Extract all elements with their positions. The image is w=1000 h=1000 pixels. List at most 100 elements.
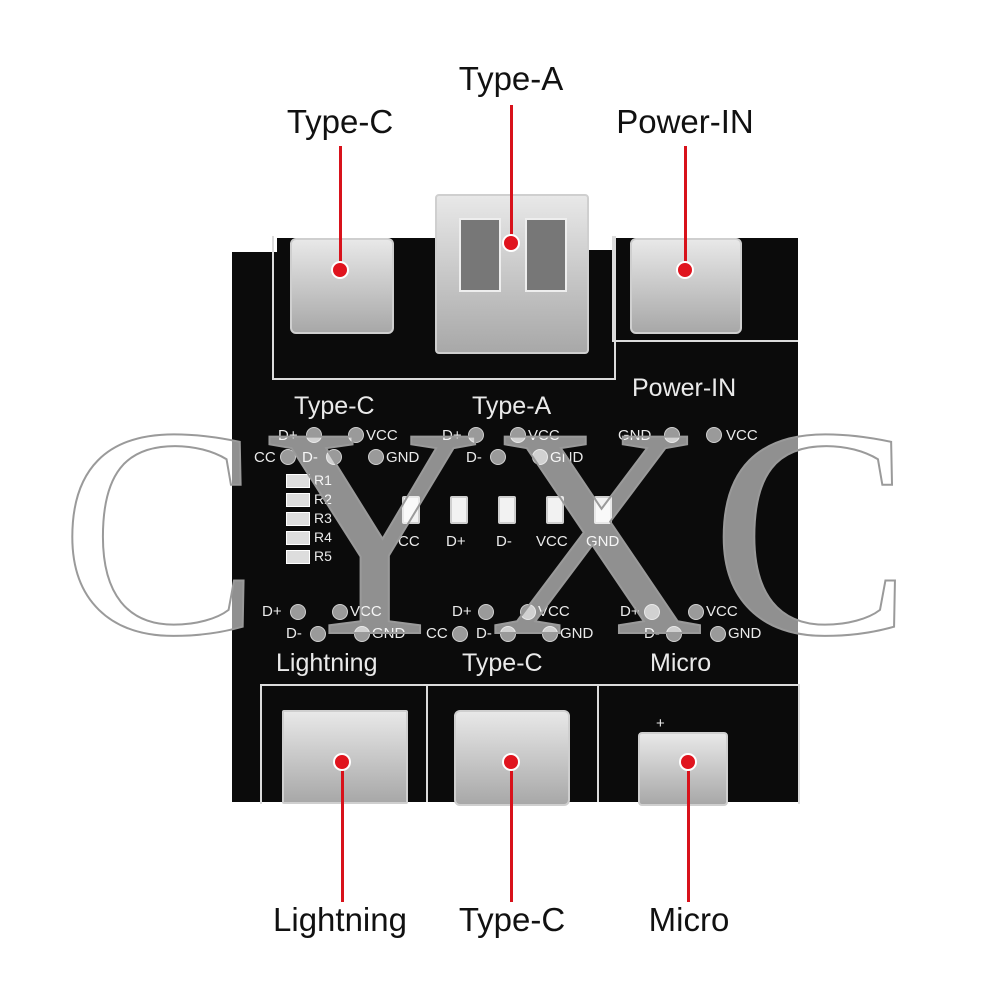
pin-label-dplus: D+ [278, 427, 298, 444]
callout-dot-power-in [676, 261, 694, 279]
pin-label-dminus: D- [286, 625, 302, 642]
pin-label-cc: CC [426, 625, 448, 642]
callout-lightning: Lightning [273, 901, 407, 938]
bottom-box [260, 684, 800, 804]
pad-gnd [354, 626, 370, 642]
pad-gnd [532, 449, 548, 465]
led-label: CC [398, 533, 420, 550]
label-micro: Micro [650, 649, 712, 677]
callout-micro: Micro [648, 901, 730, 938]
led-gnd [594, 496, 612, 524]
resistor-label: R4 [314, 529, 332, 545]
callout-type-a: Type-A [458, 60, 564, 97]
type-c-port-top [290, 238, 394, 334]
label-type-a: Type-A [472, 392, 552, 420]
resistor-4 [286, 531, 310, 545]
pad-vcc [510, 427, 526, 443]
pin-label-gnd: GND [618, 427, 652, 444]
callout-line-micro [687, 762, 690, 902]
led-cc [402, 496, 420, 524]
pin-label-dplus: D+ [442, 427, 462, 444]
resistor-2 [286, 493, 310, 507]
led-label: D+ [446, 533, 466, 550]
led-label: D- [496, 533, 512, 550]
callout-dot-type-c-top [331, 261, 349, 279]
pin-label-dminus: D- [302, 449, 318, 466]
pad-cc [452, 626, 468, 642]
pad-dminus [490, 449, 506, 465]
led-label: GND [586, 533, 620, 550]
label-type-c-bottom: Type-C [462, 649, 543, 677]
pin-label-dminus: D- [476, 625, 492, 642]
pin-label-gnd: GND [560, 625, 594, 642]
pin-label-cc: CC [254, 449, 276, 466]
pin-label-gnd: GND [372, 625, 406, 642]
watermark: CYXC [59, 365, 918, 699]
top-left-box [272, 236, 616, 380]
pad-dplus [306, 427, 322, 443]
callout-line-type-c-top [339, 146, 342, 270]
pin-label-vcc: VCC [538, 603, 570, 620]
power-in-box [612, 236, 798, 342]
label-lightning: Lightning [276, 649, 378, 677]
micro-plus-label: + [656, 715, 665, 732]
pad-dminus [666, 626, 682, 642]
callout-dot-type-c-bottom [502, 753, 520, 771]
pin-label-vcc: VCC [366, 427, 398, 444]
resistor-label: R1 [314, 472, 332, 488]
pin-label-vcc: VCC [528, 427, 560, 444]
pad-dplus [468, 427, 484, 443]
pin-label-dplus: D+ [452, 603, 472, 620]
pin-label-dplus: D+ [620, 603, 640, 620]
pin-label-dminus: D- [644, 625, 660, 642]
pad-cc [280, 449, 296, 465]
pad-vcc [332, 604, 348, 620]
callout-line-type-c-bottom [510, 762, 513, 902]
callout-line-type-a [510, 105, 513, 243]
pad-vcc [520, 604, 536, 620]
pin-label-gnd: GND [550, 449, 584, 466]
callout-line-lightning [341, 762, 344, 902]
label-type-c-top: Type-C [294, 392, 375, 420]
callout-power-in: Power-IN [616, 103, 754, 140]
label-power-in: Power-IN [632, 374, 737, 402]
callout-dot-micro [679, 753, 697, 771]
resistor-1 [286, 474, 310, 488]
callout-type-c-top: Type-C [286, 103, 394, 140]
pad-vcc [348, 427, 364, 443]
pin-label-vcc: VCC [350, 603, 382, 620]
led-dminus [498, 496, 516, 524]
type-a-port [435, 194, 589, 354]
pin-label-gnd: GND [728, 625, 762, 642]
pad-gnd [368, 449, 384, 465]
resistor-3 [286, 512, 310, 526]
pcb-board: Type-C Type-A Power-IN D+ VCC CC D- GND … [232, 194, 800, 806]
pad-dminus [310, 626, 326, 642]
pad-vcc [688, 604, 704, 620]
pin-label-dminus: D- [466, 449, 482, 466]
resistor-5 [286, 550, 310, 564]
pin-label-vcc: VCC [706, 603, 738, 620]
pad-gnd [664, 427, 680, 443]
led-dplus [450, 496, 468, 524]
led-label: VCC [536, 533, 568, 550]
pad-dminus [326, 449, 342, 465]
resistor-label: R2 [314, 491, 332, 507]
pin-label-vcc: VCC [726, 427, 758, 444]
callout-dot-lightning [333, 753, 351, 771]
callout-type-c-bottom: Type-C [458, 901, 566, 938]
pin-label-gnd: GND [386, 449, 420, 466]
callout-line-power-in [684, 146, 687, 270]
pad-gnd [710, 626, 726, 642]
led-vcc [546, 496, 564, 524]
resistor-label: R5 [314, 548, 332, 564]
pad-dminus [500, 626, 516, 642]
pad-gnd [542, 626, 558, 642]
pad-dplus [644, 604, 660, 620]
pad-dplus [290, 604, 306, 620]
pad-dplus [478, 604, 494, 620]
resistor-label: R3 [314, 510, 332, 526]
pin-label-dplus: D+ [262, 603, 282, 620]
callout-dot-type-a [502, 234, 520, 252]
pad-vcc [706, 427, 722, 443]
